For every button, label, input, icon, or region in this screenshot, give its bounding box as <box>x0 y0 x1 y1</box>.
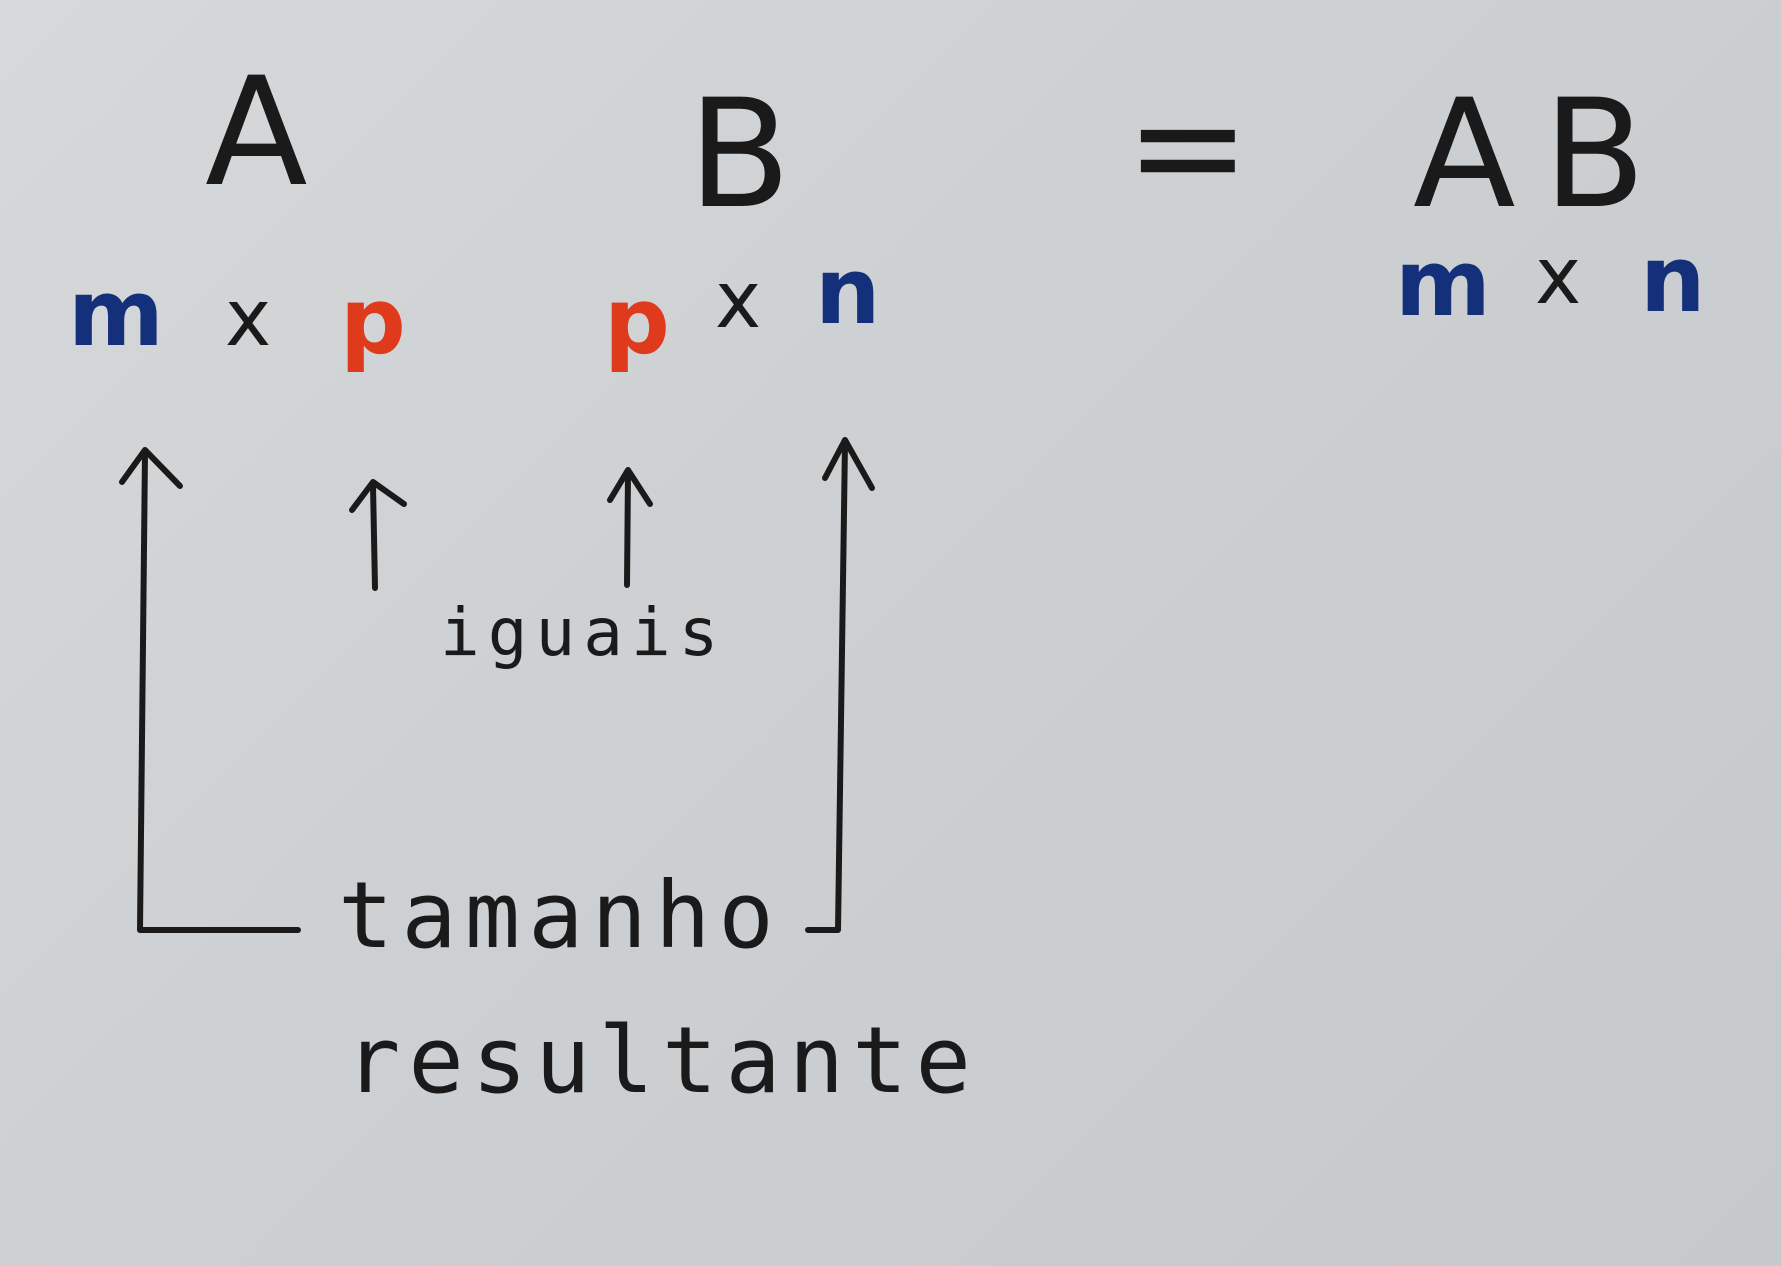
b-cols-dimension: n <box>815 238 881 345</box>
result-size-label-line1: tamanho <box>338 862 782 969</box>
a-cols-dimension: p <box>340 268 406 375</box>
result-b-label: B <box>1543 68 1646 242</box>
right-bracket-arrow <box>805 439 848 933</box>
b-rows-dimension: p <box>604 268 670 375</box>
equal-dimensions-label: iguais <box>440 594 727 671</box>
result-size-label-line2: resultante <box>345 1007 979 1114</box>
a-times-sign: x <box>225 274 272 364</box>
result-times-sign: x <box>1535 232 1582 322</box>
matrix-a-label: A <box>205 46 308 220</box>
a-rows-dimension: m <box>68 260 164 367</box>
result-cols-dimension: n <box>1640 226 1706 333</box>
result-rows-dimension: m <box>1395 230 1491 337</box>
equals-sign: = <box>1125 60 1251 234</box>
left-arrowhead-icon <box>119 447 183 489</box>
b-times-sign: x <box>715 256 762 346</box>
b-rows-arrow <box>624 469 631 588</box>
b-rows-arrowhead-icon <box>607 467 653 507</box>
a-cols-arrowhead-icon <box>349 479 407 513</box>
right-arrowhead-icon <box>822 437 875 491</box>
a-cols-arrow <box>370 482 378 591</box>
left-bracket-arrow <box>137 449 301 933</box>
result-a-label: A <box>1413 68 1516 242</box>
matrix-b-label: B <box>688 68 791 242</box>
